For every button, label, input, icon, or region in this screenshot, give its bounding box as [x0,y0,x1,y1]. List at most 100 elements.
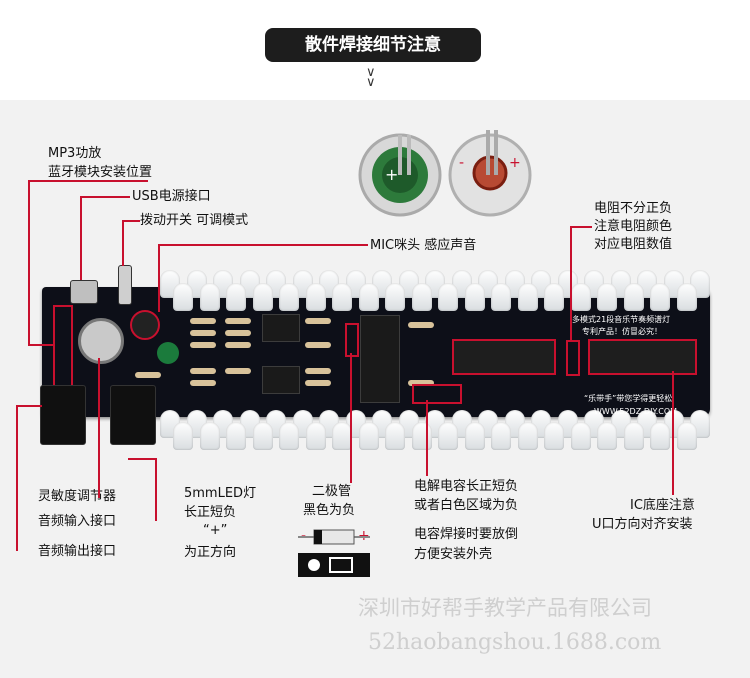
led-bulb [173,283,193,311]
slide-switch [118,265,132,305]
ic-socket-2 [588,339,697,375]
callout-resistor-1: 电阻不分正负 [594,201,673,216]
leader-audio-out-h [16,405,42,407]
resistor [190,368,216,374]
svg-text:+: + [509,155,521,171]
led-bulb [173,422,193,450]
led-bulb [385,422,405,450]
led-bulb [358,422,379,450]
leader-switch [122,220,140,222]
led-bulb [332,283,352,311]
chevron-down-icon: ∨∨ [366,65,376,90]
led-bulb [279,283,299,311]
resistor [225,368,251,374]
leader-mic-v [158,244,160,312]
board-text-4: WWW.52DZ-DIY.COM [594,407,678,416]
electrolytic-capacitor [157,342,179,364]
board-text-3: “乐带手”带您学得更轻松 [584,394,673,403]
led-bulb [252,283,273,311]
resistor [190,330,216,336]
resistor [135,372,161,378]
audio-in-jack [40,385,86,445]
leader-resistor-v [570,226,572,340]
callout-cap-3: 电容焊接时要放倒 [414,527,519,542]
led-bulb [305,422,326,450]
led-bulb [623,422,644,450]
page-title: 散件焊接细节注意 [265,28,481,62]
leader-audio-in [155,458,157,521]
led-bulb [226,422,246,450]
led-bulb [676,422,697,450]
callout-audio-in: 音频输入接口 [38,514,117,529]
led-bulb [252,422,273,450]
callout-cap-4: 方便安装外壳 [414,547,493,562]
resistor-marker-box [566,340,580,376]
leader-switch-v [122,220,124,266]
leader-audio-in-h [128,458,157,460]
led-bulb [491,283,511,311]
leader-mp3-v [28,180,30,346]
callout-led-1: 5mmLED灯 [184,486,257,501]
svg-text:+: + [385,165,398,184]
diode-illustration: - + [298,528,370,577]
resistor [408,380,434,386]
watermark-url: 52haobangshou.1688.com [368,630,662,655]
resistor [305,368,331,374]
leader-usb [80,196,130,198]
usb-port [70,280,98,304]
diode-marker-box [345,323,359,357]
led-bulb [411,422,432,450]
led-bulb [676,283,697,311]
board-text-2: 专利产品！仿冒必究！ [582,327,662,336]
leader-sensitivity [98,358,100,498]
led-bulb [517,422,538,450]
callout-led-4: 为正方向 [184,545,237,560]
svg-text:-: - [459,155,464,171]
led-bulb [411,283,432,311]
leader-cap [426,400,428,476]
led-bulb [650,283,670,311]
callout-usb: USB电源接口 [132,189,211,204]
led-bulb [623,283,644,311]
led-bulb [570,422,591,450]
led-bulb [438,283,458,311]
resistor [305,380,331,386]
led-bulb [597,422,617,450]
leader-audio-out [16,405,18,551]
led-bulb [464,283,485,311]
resistor [190,342,216,348]
watermark-company: 深圳市好帮手教学产品有限公司 [358,596,652,620]
ic-chip-1 [262,314,300,342]
callout-cap-1: 电解电容长正短负 [414,479,519,494]
mic-on-board [130,310,160,340]
led-bulb [491,422,511,450]
callout-switch: 拨动开关 可调模式 [140,213,249,228]
ic-chip-2 [262,366,300,394]
resistor [225,330,251,336]
callout-led-2: 长正短负 [184,505,237,520]
resistor [305,318,331,324]
led-bulb [305,283,326,311]
bluetooth-module-header [53,305,73,387]
callout-led-3: “+” [203,523,228,538]
led-bulb [226,283,246,311]
ic-socket-1 [452,339,556,375]
audio-out-jack [110,385,156,445]
callout-ic-2: U口方向对齐安装 [592,517,693,532]
leader-resistor [570,226,592,228]
callout-resistor-2: 注意电阻颜色 [594,219,673,234]
led-bulb [358,283,379,311]
leader-mp3-h2 [28,344,54,346]
led-bulb [279,422,299,450]
callout-diode-2: 黑色为负 [303,503,356,518]
led-bulb [199,283,220,311]
callout-resistor-3: 对应电阻数值 [594,237,673,252]
leader-diode [350,353,352,483]
led-bulb [544,283,564,311]
leader-mp3 [28,180,148,182]
callout-ic-1: IC底座注意 [630,498,695,513]
ic-chip-3 [360,315,400,403]
led-bulb [517,283,538,311]
resistor [305,342,331,348]
resistor [225,342,251,348]
